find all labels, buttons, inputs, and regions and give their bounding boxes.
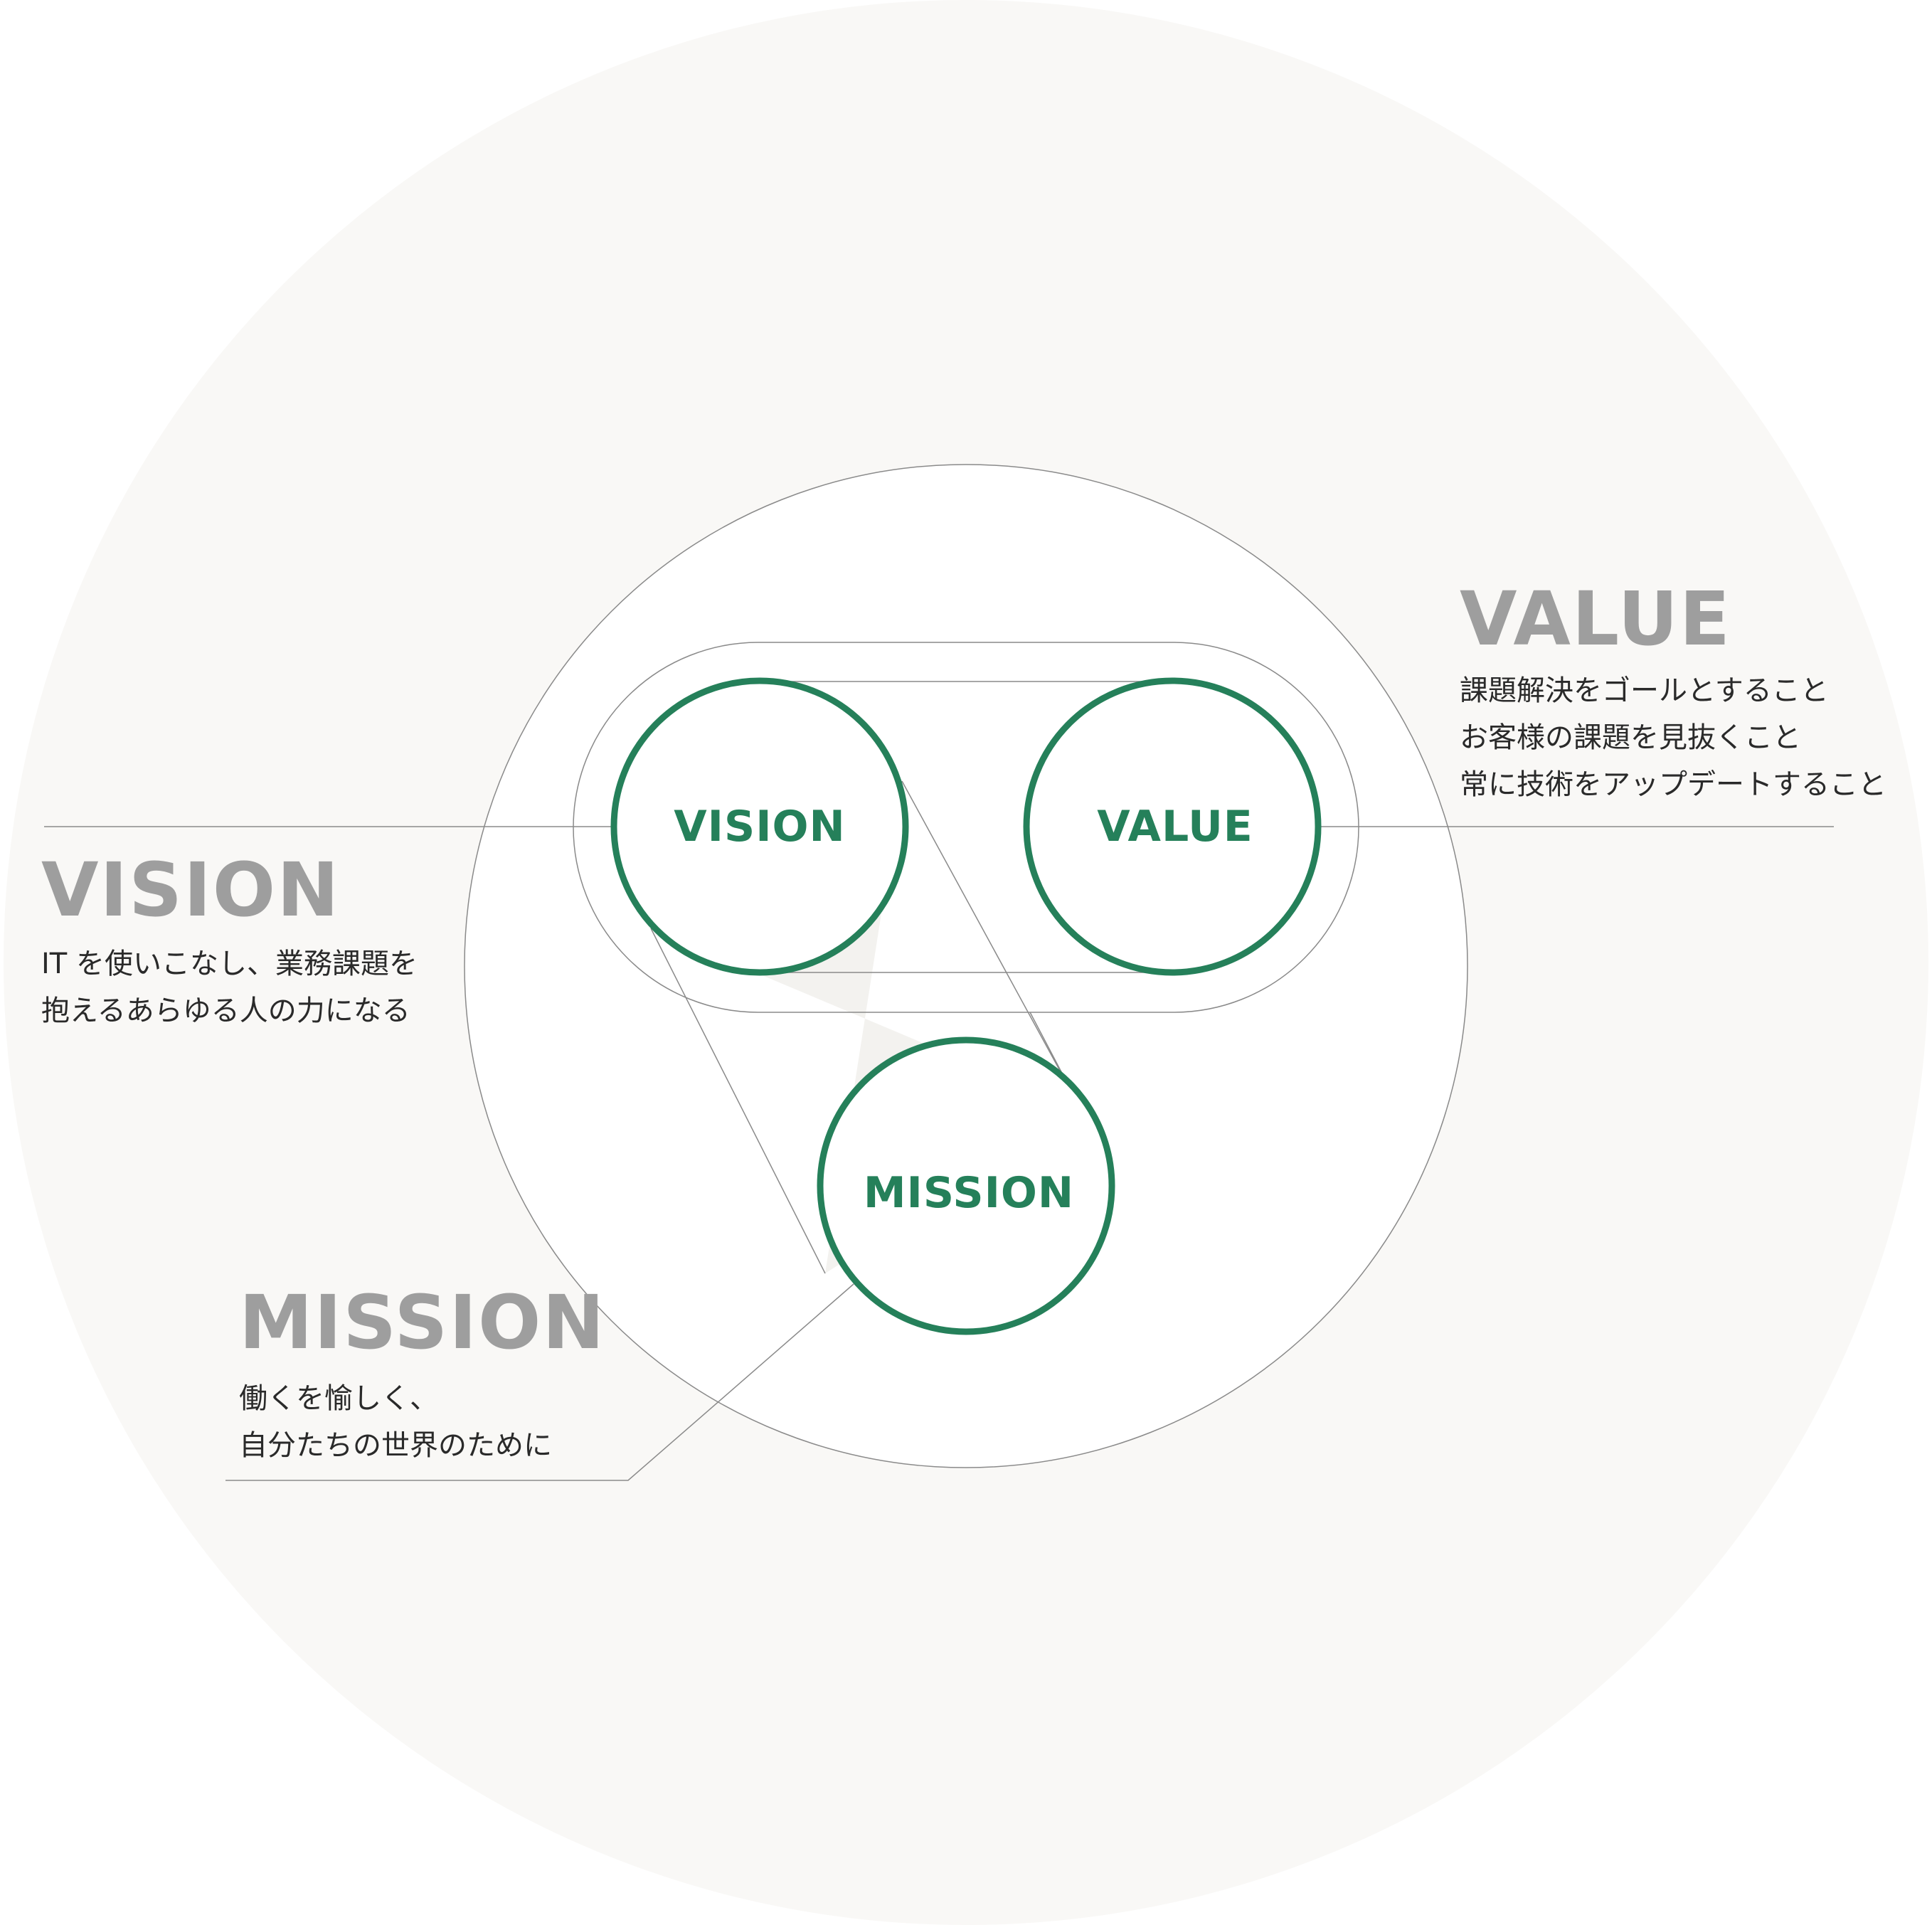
value-section-description: 課題解決をゴールとすること お客様の課題を見抜くこと 常に技術をアップデートする… [1460, 667, 1886, 808]
mission-line-1: 働くを愉しく、 [239, 1382, 438, 1415]
vision-mission-right-line [901, 780, 1082, 1110]
vision-line-1: IT を使いこなし、業務課題を [41, 948, 418, 980]
value-node-circle [1023, 677, 1322, 976]
mission-node-label: MISSION [864, 1168, 1074, 1218]
vision-node-circle [610, 677, 909, 976]
vision-mission-left-line [650, 928, 826, 1274]
vision-node-label: VISION [674, 802, 846, 852]
mission-line-2: 自分たちの世界のために [239, 1429, 552, 1462]
vision-line-2: 抱えるあらゆる人の力になる [41, 995, 410, 1027]
value-line-2: お客様の課題を見抜くこと [1460, 721, 1801, 754]
vision-section-description: IT を使いこなし、業務課題を 抱えるあらゆる人の力になる [41, 940, 418, 1034]
vision-section-title: VISION [41, 847, 341, 933]
mission-leader-line [225, 1283, 854, 1481]
value-line-3: 常に技術をアップデートすること [1460, 768, 1886, 801]
value-line-1: 課題解決をゴールとすること [1460, 674, 1829, 707]
mission-section-description: 働くを愉しく、 自分たちの世界のために [239, 1375, 552, 1469]
value-section-title: VALUE [1460, 576, 1731, 662]
mission-section-title: MISSION [239, 1279, 606, 1366]
vision-value-pill [573, 642, 1359, 1013]
value-node-label: VALUE [1097, 802, 1253, 852]
mission-node-circle [817, 1036, 1115, 1335]
